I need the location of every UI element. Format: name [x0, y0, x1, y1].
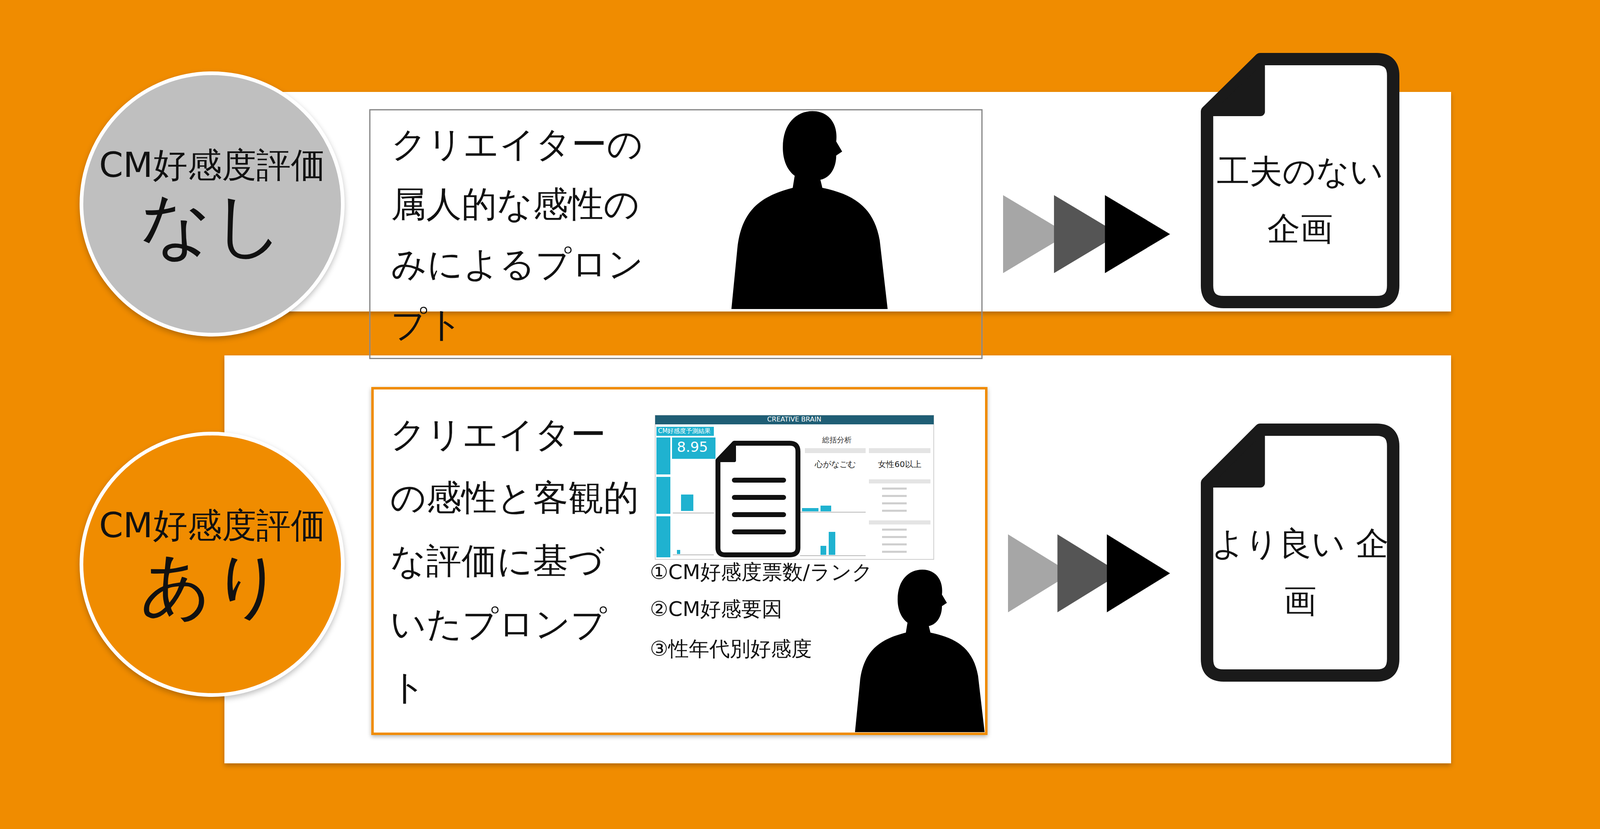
- dashboard-screenshot: [655, 415, 934, 560]
- circle-heading: CM好感度評価: [98, 504, 325, 547]
- document-icon: [717, 443, 798, 555]
- document-fold: [1206, 429, 1261, 483]
- screen-cell: 心がなごむ: [814, 459, 856, 469]
- document-node: より良い 企画: [1200, 423, 1400, 682]
- chevron-arrow: [1003, 194, 1171, 273]
- screen-cell: 女性60以上: [877, 459, 922, 469]
- document-label: より良い 企画: [1208, 514, 1392, 630]
- bottom-band: [224, 355, 1452, 764]
- prompt-text: クリエイターの感性と客観的な評価に基づいたプロンプト: [390, 402, 639, 719]
- chevron: [1104, 194, 1171, 273]
- evaluation-circle: CM好感度評価なし: [79, 71, 345, 337]
- chevron: [1106, 534, 1171, 613]
- screen-heading: CM好感度予測結果: [658, 427, 711, 435]
- screen-heading: 総括分析: [822, 435, 852, 445]
- criteria-item: ③性年代別好感度: [649, 636, 812, 661]
- document-node: 工夫のない 企画: [1200, 52, 1400, 309]
- document-shape: [1206, 429, 1394, 676]
- circle-heading: CM好感度評価: [98, 144, 325, 186]
- document-fold: [1206, 59, 1261, 112]
- screen-title: CREATIVE BRAIN: [767, 415, 822, 423]
- score-value: 8.95: [676, 438, 709, 455]
- criteria-item: ②CM好感要因: [649, 596, 783, 622]
- person-silhouette: [731, 111, 888, 309]
- person-silhouette: [854, 569, 985, 732]
- evaluation-circle: CM好感度評価あり: [79, 431, 345, 697]
- chevron-arrow: [1008, 534, 1171, 613]
- document-shape: [1206, 59, 1394, 302]
- criteria-item: ①CM好感度票数/ランク: [649, 559, 873, 585]
- prompt-box: クリエイターの属人的な感性のみによるプロンプト: [369, 109, 983, 359]
- circle-status: あり: [139, 546, 285, 624]
- document-label: 工夫のない 企画: [1208, 142, 1392, 258]
- circle-status: なし: [139, 185, 285, 264]
- prompt-text: クリエイターの属人的な感性のみによるプロンプト: [390, 114, 675, 355]
